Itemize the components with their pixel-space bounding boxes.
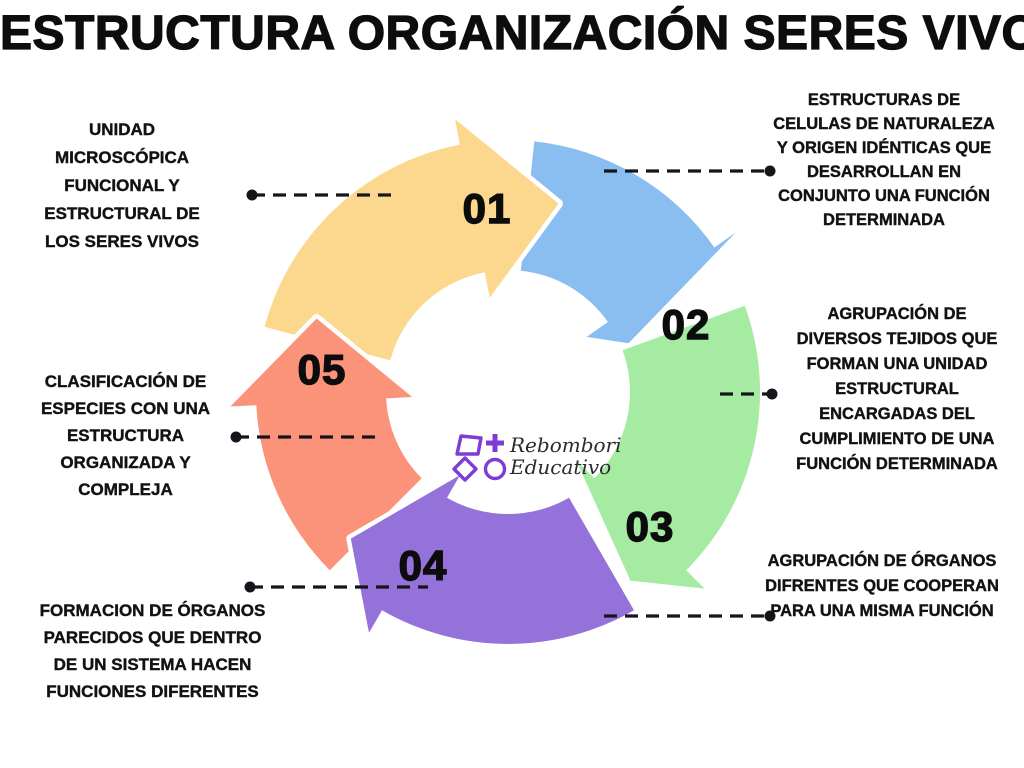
- step-number-05: 05: [297, 345, 347, 393]
- annotation-top-right: ESTRUCTURAS DE CELULAS DE NATURALEZA Y O…: [773, 91, 995, 229]
- connector-dot-4: [764, 610, 776, 622]
- annotation-bottom-left: FORMACION DE ÓRGANOS PARECIDOS QUE DENTR…: [39, 601, 266, 701]
- step-number-02: 02: [661, 300, 711, 348]
- logo: Rebombori Educativo: [451, 430, 622, 482]
- page-title: ESTRUCTURA ORGANIZACIÓN SERES VIVOS: [0, 6, 1024, 60]
- connector-dot-6: [244, 581, 256, 593]
- cycle-arrow-04: [346, 470, 639, 649]
- annotation-right: AGRUPACIÓN DE DIVERSOS TEJIDOS QUE FORMA…: [796, 305, 998, 473]
- cycle-arrow-03: [571, 301, 765, 594]
- connector-dot-2: [764, 165, 776, 177]
- plus-icon: [486, 434, 504, 452]
- step-number-03: 03: [625, 502, 675, 550]
- cycle-arrow-02: [516, 136, 741, 348]
- circle-icon: [483, 457, 507, 481]
- logo-text: Rebombori Educativo: [510, 434, 622, 478]
- annotation-top-left: UNIDAD MICROSCÓPICA FUNCIONAL Y ESTRUCTU…: [44, 120, 200, 251]
- connector-dot-3: [766, 388, 778, 400]
- step-number-04: 04: [398, 541, 448, 589]
- trapezoid-icon: [455, 434, 483, 456]
- annotation-left: CLASIFICACIÓN DE ESPECIES CON UNA ESTRUC…: [40, 372, 211, 499]
- connector-dot-5: [230, 431, 242, 443]
- step-number-01: 01: [462, 184, 512, 232]
- cycle-arrow-05: [225, 314, 427, 575]
- annotation-bottom-right: AGRUPACIÓN DE ÓRGANOS DIFRENTES QUE COOP…: [765, 552, 999, 620]
- connector-dot-1: [246, 189, 258, 201]
- cycle-arrow-01: [260, 114, 563, 365]
- logo-line1: Rebombori: [510, 433, 622, 457]
- logo-shapes-icon: [452, 434, 507, 482]
- diamond-icon: [452, 456, 478, 482]
- logo-line2: Educativo: [510, 455, 612, 479]
